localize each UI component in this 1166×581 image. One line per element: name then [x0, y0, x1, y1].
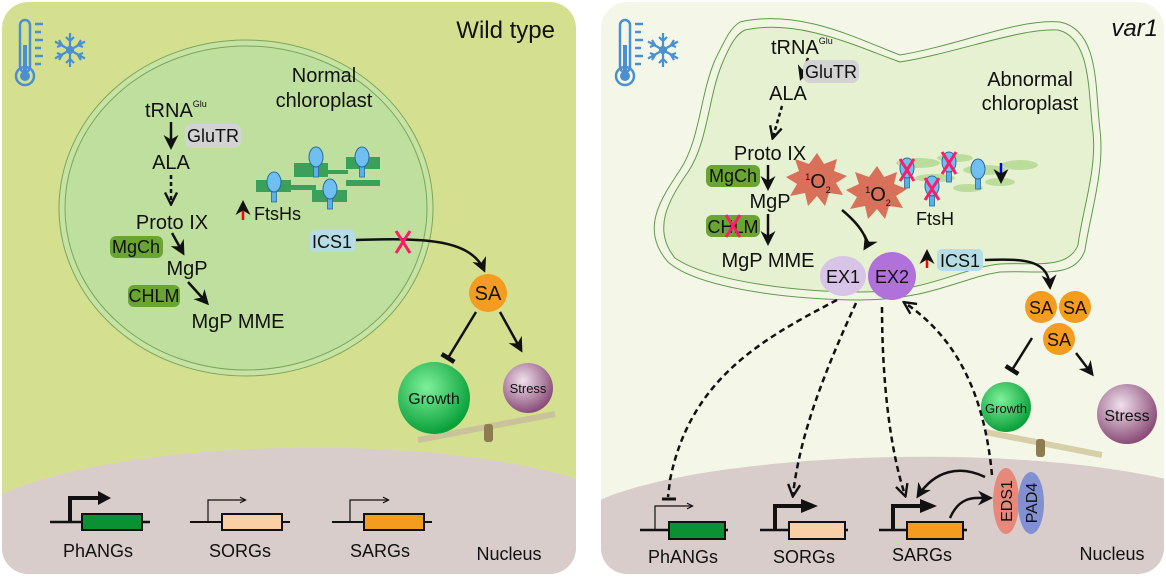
ftshs-label: FtsHs: [254, 204, 301, 224]
glutr-box: [185, 124, 241, 148]
dashed-inhibit-arrow: [666, 298, 838, 498]
gene-label-sargs: SARGs: [892, 545, 952, 565]
glutr-label: GluTR: [805, 62, 857, 82]
gene-label-sargs: SARGs: [350, 541, 410, 561]
sa-circle: [1025, 291, 1057, 323]
gene-sargs: [332, 500, 432, 531]
growth-label: Growth: [408, 391, 460, 408]
chloroplast-label: chloroplast: [276, 90, 373, 112]
gene-phangs: [640, 506, 728, 540]
arrow: [355, 238, 487, 273]
sa-label: SA: [1047, 330, 1071, 350]
ala: ALA: [769, 83, 807, 105]
panel-title-var1: var1: [1111, 15, 1158, 42]
glutr-label: GluTR: [187, 126, 239, 146]
inhibit-arrow: [1004, 337, 1034, 376]
stress-circle: [503, 363, 553, 413]
mgp: MgP: [166, 258, 207, 280]
sa-label: SA: [475, 283, 502, 305]
ics1-box: [937, 249, 983, 271]
growth-circle: [398, 362, 470, 434]
dashed-arrow: [773, 105, 784, 137]
mgch-label: MgCh: [709, 166, 757, 186]
abnormal-chloroplast: [653, 18, 1102, 301]
ala: ALA: [152, 152, 190, 174]
singlet-oxygen-label: 1O2: [805, 171, 831, 195]
ics1-label: ICS1: [940, 251, 980, 271]
sa-circle: [1059, 291, 1091, 323]
mgp-mme: MgP MME: [722, 250, 815, 272]
nucleus: [2, 447, 576, 574]
sa-circle: [1043, 323, 1075, 355]
dashed-arrow: [793, 302, 858, 495]
arrow: [841, 209, 878, 251]
growth-label: Growth: [985, 401, 1027, 416]
arrow: [498, 311, 523, 353]
mgp: MgP: [749, 191, 790, 213]
stress-label: Stress: [1104, 408, 1149, 425]
dashed-arrow: [905, 303, 994, 476]
gene-phangs: [50, 491, 150, 531]
ex2-circle: [868, 252, 916, 300]
seesaw-pivot: [1036, 439, 1045, 457]
proto-ix: Proto IX: [136, 212, 208, 234]
arrow: [984, 258, 1057, 290]
inhibit-arrow: [440, 311, 478, 364]
gene-sorgs: [190, 500, 290, 531]
gene-label-phangs: PhANGs: [63, 541, 133, 561]
sa-label: SA: [1029, 298, 1053, 318]
trna-glu: tRNAGlu: [771, 36, 833, 59]
sa-circle: [469, 274, 507, 312]
eds1-label: EDS1: [999, 480, 1016, 522]
gene-label-sorgs: SORGs: [209, 541, 271, 561]
nucleus-label: Nucleus: [476, 544, 541, 564]
ftsh-label: FtsH: [916, 209, 954, 229]
singlet-oxygen-label: 1O2: [865, 184, 891, 208]
pad4-label: PAD4: [1024, 483, 1041, 524]
chlm-label: CHLM: [128, 286, 179, 306]
gene-label-sorgs: SORGs: [773, 547, 835, 567]
stress-label: Stress: [510, 381, 547, 396]
pad4-protein: [1018, 472, 1044, 534]
ex1-label: EX1: [826, 267, 860, 287]
growth-circle: [981, 382, 1031, 432]
eds1-protein: [993, 468, 1019, 534]
arrow: [170, 232, 185, 256]
gene-sorgs: [760, 499, 848, 540]
nucleus-label: Nucleus: [1079, 544, 1144, 564]
ics1-box: [310, 230, 355, 252]
trna-glu: tRNAGlu: [145, 99, 207, 122]
mgp-mme: MgP MME: [192, 311, 285, 333]
arrow: [948, 490, 993, 519]
arrow: [187, 281, 210, 306]
chloroplast-label: Abnormal: [987, 69, 1073, 91]
chloroplast-label: Normal: [292, 65, 356, 87]
seesaw-pivot: [484, 424, 493, 442]
glutr-box: [803, 60, 859, 83]
ics1-label: ICS1: [312, 232, 352, 252]
ex2-label: EX2: [875, 267, 909, 287]
dashed-arrow: [880, 306, 905, 495]
chloroplast-label: chloroplast: [982, 93, 1079, 115]
panel-title-wild-type: Wild type: [456, 17, 555, 44]
chlm-box: [128, 285, 180, 307]
mgch-box: [706, 165, 760, 187]
gene-label-phangs: PhANGs: [648, 547, 718, 567]
arrow: [916, 469, 986, 499]
mgch-label: MgCh: [112, 237, 160, 257]
ex1-circle: [820, 256, 866, 296]
sa-label: SA: [1063, 298, 1087, 318]
gene-sargs: [879, 499, 967, 540]
stress-circle: [1097, 384, 1157, 444]
arrow: [1075, 352, 1094, 377]
proto-ix: Proto IX: [734, 143, 806, 165]
mgch-box: [110, 236, 163, 258]
